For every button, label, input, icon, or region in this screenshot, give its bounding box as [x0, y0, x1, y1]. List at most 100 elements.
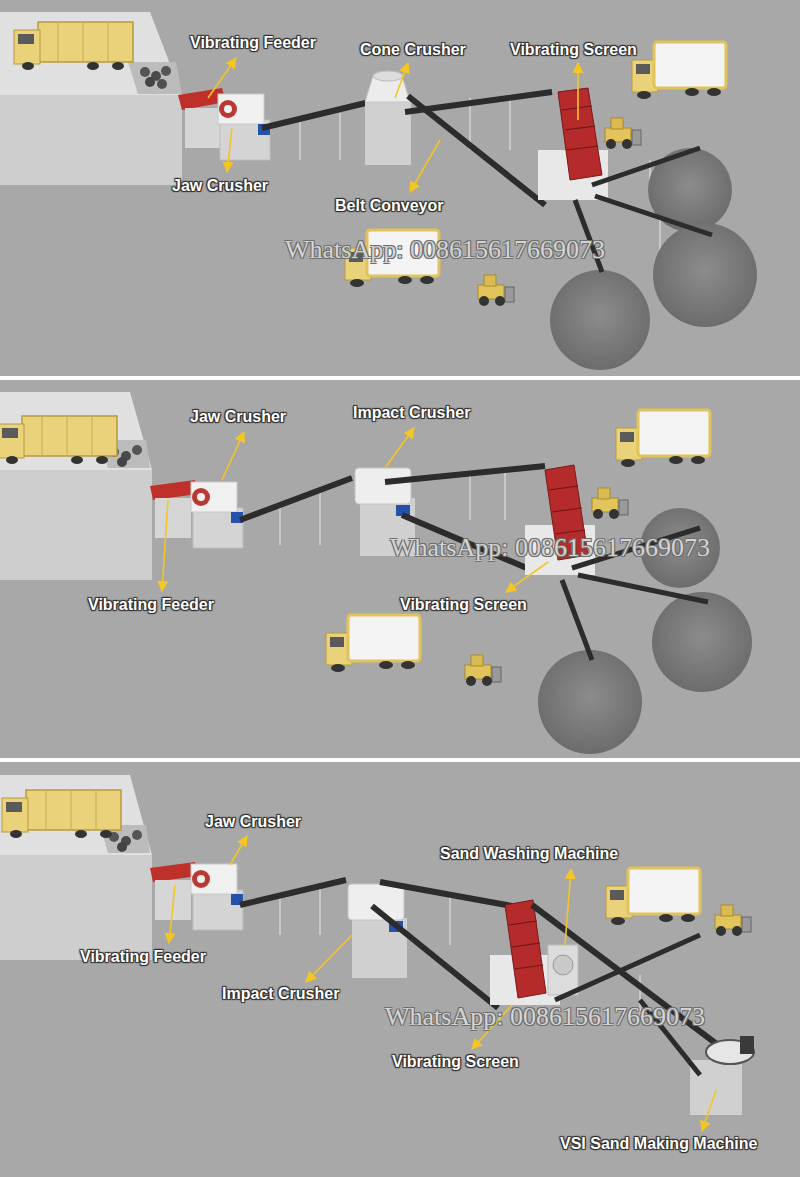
- equipment-label: Jaw Crusher: [190, 407, 286, 426]
- leader-lines-part: [410, 140, 440, 192]
- panel-one-part: [0, 95, 182, 185]
- panel-two-part: [562, 580, 592, 660]
- leader-lines-part: [702, 1090, 716, 1131]
- panel-two-part: [240, 478, 352, 520]
- panel-three-part: [240, 880, 346, 905]
- leader-lines-part: [306, 935, 352, 982]
- panel-two-part: [326, 615, 420, 672]
- equipment-label: Cone Crusher: [360, 40, 466, 59]
- leader-lines: [162, 428, 548, 592]
- panel-two-part-part: [504, 470, 506, 520]
- equipment-label: Vibrating Feeder: [190, 33, 316, 52]
- panel-one-part: [595, 196, 712, 235]
- equipment-label: Vibrating Feeder: [80, 947, 206, 966]
- panel-three-part: [0, 855, 152, 960]
- watermark: WhatsApp: 008615617669073: [390, 532, 710, 563]
- panel-one-part: [128, 62, 182, 94]
- panel-three-part: [380, 882, 512, 906]
- panel-three-part: [509, 921, 543, 969]
- panel-one-part: [373, 71, 403, 81]
- panel-three-part: [0, 775, 152, 855]
- panel-one-part-part: [299, 122, 301, 160]
- panel-two-part: [117, 457, 127, 467]
- equipment-label: Vibrating Screen: [392, 1052, 519, 1071]
- equipment-label: Belt Conveyor: [335, 196, 443, 215]
- panel-one-part: [185, 108, 221, 148]
- panel-two-part: [191, 482, 243, 548]
- panel-one-part: [653, 223, 757, 327]
- leader-lines-part: [227, 128, 232, 172]
- panel-one-part: [550, 270, 650, 370]
- panel-one-part: [262, 100, 378, 128]
- leader-lines: [169, 836, 716, 1131]
- equipment-label: Impact Crusher: [353, 403, 470, 422]
- leader-lines-part: [506, 562, 548, 592]
- panel-three-part-part: [509, 921, 537, 925]
- panel-one-part: [300, 94, 660, 250]
- panel-two-part: [0, 470, 152, 580]
- panel-two-part-part: [279, 505, 281, 545]
- equipment-label: Impact Crusher: [222, 984, 339, 1003]
- panel-three-part: [348, 884, 404, 920]
- panel-three-part-part: [515, 965, 543, 969]
- panel-one-part-part: [565, 126, 595, 130]
- panel-two-part: [616, 410, 710, 467]
- panel-three-part-part: [279, 898, 281, 935]
- equipment-label: Vibrating Screen: [400, 595, 527, 614]
- equipment-label: Vibrating Screen: [510, 40, 637, 59]
- panel-one-part: [365, 100, 411, 165]
- panel-three-part: [117, 842, 127, 852]
- panel-two-part: [652, 592, 752, 692]
- panel-one-part: [605, 118, 641, 149]
- watermark: WhatsApp: 008615617669073: [385, 1001, 705, 1032]
- leader-lines-part: [230, 836, 247, 865]
- equipment-label: Jaw Crusher: [172, 176, 268, 195]
- panel-three-part-part: [512, 943, 540, 947]
- panel-three-part-part: [319, 888, 321, 935]
- panel-three-part-part: [449, 897, 451, 945]
- panel-three-part: [132, 830, 142, 840]
- panel-one-part: [408, 96, 545, 205]
- panel-two-part: [578, 575, 708, 602]
- panel-grounds-part: [0, 0, 800, 376]
- panel-three-part: [606, 868, 700, 925]
- panel-one-part-part: [562, 106, 592, 110]
- panel-one-part: [157, 79, 167, 89]
- panel-two-part: [592, 488, 628, 519]
- panel-two-part-part: [549, 486, 578, 490]
- panel-one-part: [140, 67, 150, 77]
- panel-one-part-part: [509, 94, 511, 150]
- panel-three-part: [553, 955, 573, 975]
- panel-two-part-part: [319, 490, 321, 545]
- panel-two-part: [155, 498, 191, 538]
- panel-grounds-part: [0, 380, 800, 758]
- panel-three: [0, 775, 754, 1115]
- panel-two-part: [538, 650, 642, 754]
- panel-one-part: [562, 106, 598, 150]
- panel-one-part: [145, 77, 155, 87]
- panel-one-part: [632, 42, 726, 99]
- panel-three-part: [372, 906, 498, 1008]
- panel-two-part: [132, 445, 142, 455]
- panel-grounds-part: [0, 758, 800, 762]
- leader-lines-part: [162, 500, 168, 591]
- panel-two-part-part: [552, 508, 582, 512]
- panel-one-part: [478, 275, 514, 306]
- equipment-label: Vibrating Feeder: [88, 595, 214, 614]
- panel-three-part: [555, 935, 700, 1000]
- panel-one-part-part: [339, 113, 341, 160]
- panel-two-part: [549, 486, 585, 534]
- leader-lines-part: [565, 869, 571, 945]
- panel-two-part-part: [555, 530, 585, 534]
- leader-lines-part: [577, 63, 579, 120]
- panel-one-part-part: [567, 146, 598, 150]
- panel-three-part: [740, 1036, 754, 1054]
- panel-one-part: [592, 148, 700, 185]
- panel-three-part: [715, 905, 751, 936]
- panel-grounds-part: [0, 376, 800, 380]
- leader-lines: [208, 58, 578, 192]
- panel-grounds-part: [0, 762, 800, 1177]
